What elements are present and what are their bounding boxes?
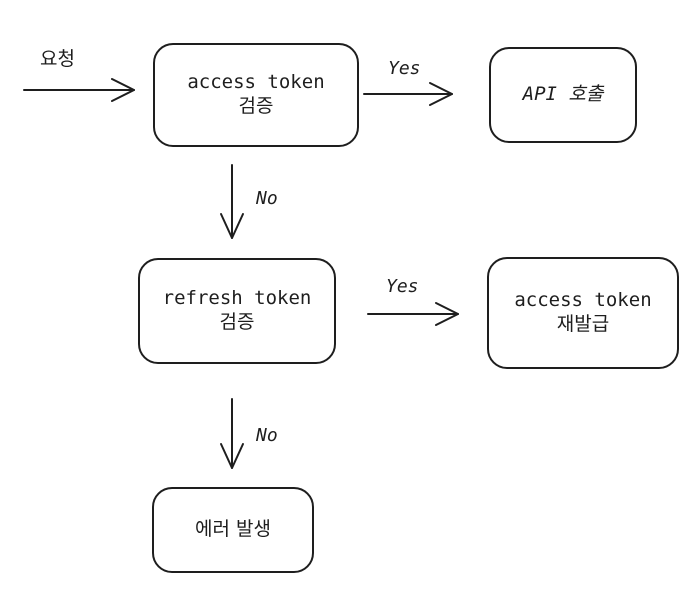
reissue-line1: access token [514, 289, 652, 312]
access-no-arrow-head [220, 213, 244, 239]
input-label: 요청 [40, 48, 75, 70]
refresh-no-label: No [256, 425, 278, 446]
access-token-check-node: access token 검증 [153, 43, 359, 147]
access-token-reissue-node: access token 재발급 [487, 257, 679, 369]
access-no-label: No [256, 188, 278, 209]
access-yes-arrow-head [429, 82, 453, 106]
input-arrow-head [111, 78, 135, 102]
api-call-line1: API 호출 [522, 83, 604, 106]
access-check-line2: 검증 [238, 95, 274, 117]
refresh-check-line1: refresh token [162, 287, 312, 310]
api-call-node: API 호출 [489, 47, 637, 143]
error-line1: 에러 발생 [195, 518, 271, 541]
access-check-line1: access token [187, 71, 325, 94]
refresh-yes-arrow-head [435, 302, 459, 326]
refresh-token-check-node: refresh token 검증 [138, 258, 336, 364]
access-yes-label: Yes [388, 58, 421, 79]
reissue-line2: 재발급 [556, 313, 610, 335]
refresh-no-arrow-head [220, 443, 244, 469]
refresh-yes-label: Yes [386, 276, 419, 297]
refresh-check-line2: 검증 [219, 311, 255, 333]
error-node: 에러 발생 [152, 487, 314, 573]
